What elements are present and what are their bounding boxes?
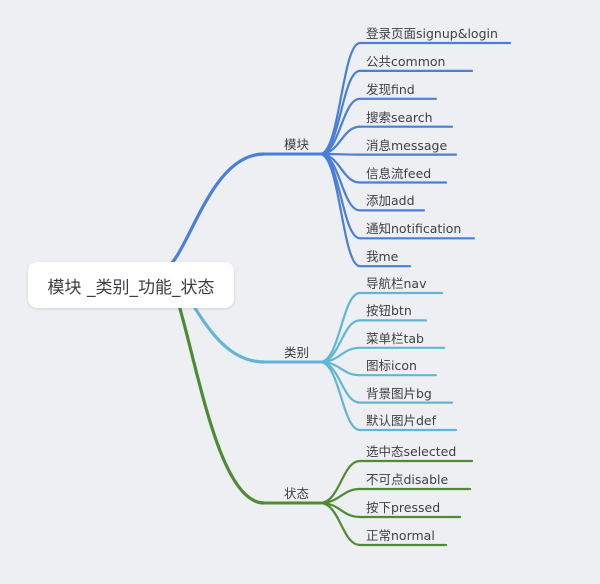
leaf-node-label[interactable]: 添加add [366, 193, 415, 209]
leaf-node-label[interactable]: 搜索search [366, 109, 433, 125]
leaf-node-label[interactable]: 我me [366, 249, 399, 265]
leaf-node-label[interactable]: 正常normal [366, 528, 435, 543]
leaf-node-label[interactable]: 按钮btn [366, 303, 412, 319]
leaf-node-label[interactable]: 通知notification [366, 221, 462, 237]
leaf-node-label[interactable]: 默认图片def [366, 413, 437, 428]
leaf-node-label[interactable]: 导航栏nav [366, 276, 427, 291]
leaf-node-label[interactable]: 信息流feed [366, 165, 432, 181]
branch-node-label[interactable]: 状态 [284, 486, 310, 501]
leaf-connector [318, 360, 362, 432]
root-node-label: 模块 _类别_功能_状态 [47, 277, 215, 298]
leaf-connector [318, 501, 362, 547]
leaf-node-label[interactable]: 菜单栏tab [366, 330, 424, 346]
leaf-node-label[interactable]: 背景图片bg [366, 385, 432, 401]
leaf-connector [318, 152, 362, 268]
leaf-node-label[interactable]: 不可点disable [366, 472, 449, 487]
leaf-node-label[interactable]: 消息message [366, 137, 448, 153]
branch-node-label[interactable]: 类别 [284, 345, 310, 360]
leaf-connector [318, 41, 362, 156]
leaf-node-label[interactable]: 选中态selected [366, 444, 457, 459]
leaf-node-label[interactable]: 按下pressed [366, 500, 441, 515]
branch-connector [163, 152, 266, 272]
leaf-node-label[interactable]: 登录页面signup&login [366, 26, 498, 41]
leaf-node-label[interactable]: 发现find [366, 81, 415, 97]
branch-node-label[interactable]: 模块 [284, 137, 310, 152]
root-node[interactable]: 模块 _类别_功能_状态 [28, 262, 234, 308]
leaf-connector [318, 291, 362, 364]
leaf-node-label[interactable]: 公共common [366, 53, 446, 69]
leaf-node-label[interactable]: 图标icon [366, 358, 417, 374]
